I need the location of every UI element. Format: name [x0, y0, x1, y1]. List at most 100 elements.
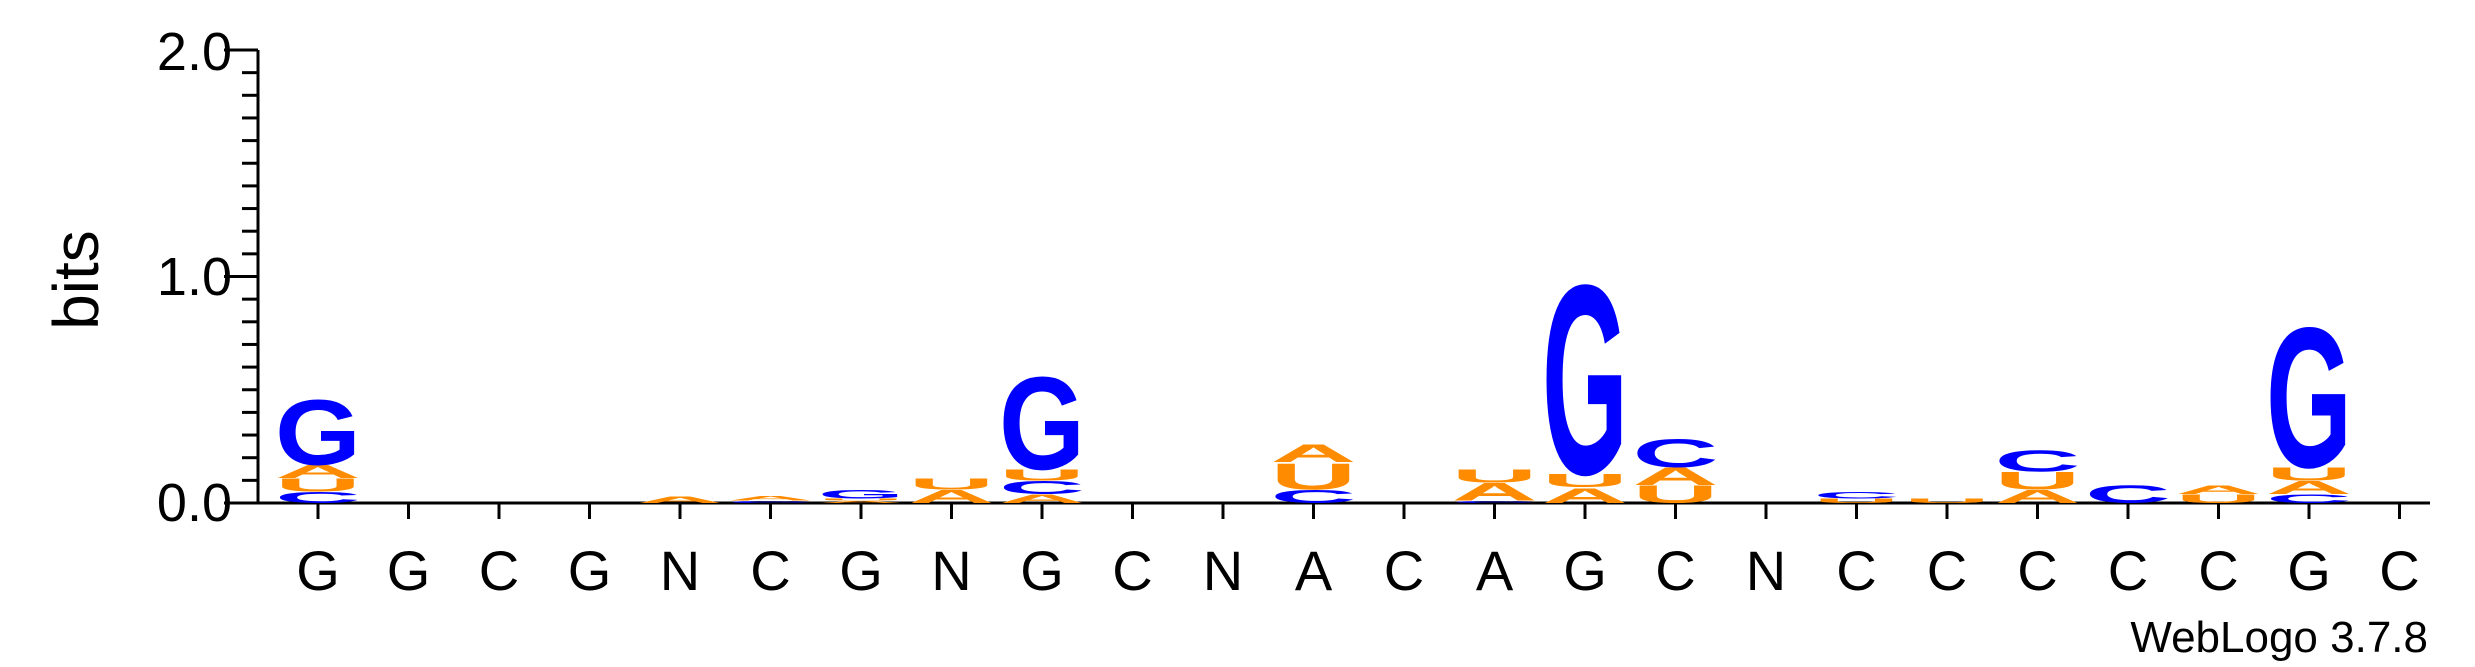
logo-letter-G: G [818, 487, 904, 501]
logo-letter-A: A [999, 492, 1085, 506]
x-tick-label: G [296, 539, 340, 602]
logo-letter-glyph: C [1271, 486, 1357, 507]
logo-letter-glyph: U [2176, 492, 2262, 506]
logo-letter-A: A [2266, 477, 2352, 498]
logo-letter-glyph: A [1271, 440, 1357, 468]
logo-letter-glyph: C [1995, 444, 2081, 478]
logo-letter-A: A [1452, 478, 1538, 506]
x-tick-label: G [568, 539, 612, 602]
logo-letter-C: C [275, 489, 361, 506]
x-tick-label: N [1203, 539, 1243, 602]
logo-letter-C: C [2266, 492, 2352, 506]
logo-letter-glyph: C [728, 500, 814, 503]
x-tick-label: C [1927, 539, 1967, 602]
x-tick-label: C [1384, 539, 1424, 602]
logo-letter-glyph: A [909, 486, 995, 507]
logo-letter-C: C [1452, 500, 1538, 503]
logo-letter-G: G [275, 382, 361, 485]
logo-letter-glyph: G [999, 350, 1085, 497]
logo-letter-glyph: U [1995, 467, 2081, 495]
x-tick-label: G [2287, 539, 2331, 602]
logo-letter-U: U [2266, 464, 2352, 485]
logo-letter-glyph: U [909, 475, 995, 492]
logo-letter-A: A [909, 486, 995, 507]
logo-letter-glyph: U [818, 498, 904, 501]
y-axis-label: bits [40, 230, 112, 330]
logo-letter-G: G [1542, 229, 1628, 532]
logo-letter-C: C [1995, 444, 2081, 478]
logo-letter-G: G [2266, 286, 2352, 509]
logo-letter-U: U [1271, 456, 1357, 497]
logo-letter-glyph: U [1452, 466, 1538, 487]
logo-letter-glyph: A [818, 500, 904, 503]
x-tick-label: G [1563, 539, 1607, 602]
x-tick-label: C [750, 539, 790, 602]
logo-letter-U: U [1814, 497, 1900, 504]
logo-letter-U: U [1995, 467, 2081, 495]
x-tick-label: C [479, 539, 519, 602]
logo-letter-A: A [2176, 483, 2262, 497]
logo-letter-C: C [1271, 486, 1357, 507]
logo-letter-glyph: U [999, 466, 1085, 483]
y-tick-label-2: 2.0 [157, 22, 232, 82]
logo-letter-U: U [909, 475, 995, 492]
logo-letter-U: U [1904, 497, 1990, 504]
logo-letter-glyph: U [275, 475, 361, 496]
logo-letter-U: U [2176, 492, 2262, 506]
logo-letter-A: A [818, 500, 904, 503]
logo-letter-U: U [1452, 466, 1538, 487]
x-tick-label: C [2017, 539, 2057, 602]
logo-letter-glyph: C [1814, 490, 1900, 500]
logo-letter-A: A [1633, 462, 1719, 490]
logo-letter-glyph: A [1995, 486, 2081, 507]
logo-letter-C: C [1633, 431, 1719, 476]
x-tick-label: N [1746, 539, 1786, 602]
x-tick-label: C [1112, 539, 1152, 602]
x-tick-label: C [2379, 539, 2419, 602]
logo-letter-glyph: U [1904, 497, 1990, 504]
logo-letter-A: A [1995, 486, 2081, 507]
logo-letter-glyph: U [1271, 456, 1357, 497]
logo-letter-U: U [999, 466, 1085, 483]
logo-letter-glyph: G [2266, 286, 2352, 509]
logo-letter-glyph: C [2266, 492, 2352, 506]
logo-letter-C: C [999, 477, 1085, 498]
logo-letter-glyph: C [1452, 500, 1538, 503]
x-tick-label: C [1836, 539, 1876, 602]
logo-letter-glyph: A [1452, 478, 1538, 506]
logo-letter-glyph: G [818, 487, 904, 501]
y-tick-label-0: 0.0 [157, 473, 232, 533]
x-tick-label: G [387, 539, 431, 602]
logo-letter-A: A [637, 495, 723, 505]
y-ticks [224, 48, 258, 505]
logo-letter-glyph: G [275, 382, 361, 485]
x-tick-label: N [931, 539, 971, 602]
logo-letter-glyph: G [1542, 229, 1628, 532]
logo-letter-glyph: C [275, 489, 361, 506]
logo-letter-glyph: A [1633, 462, 1719, 490]
logo-letter-glyph: A [275, 461, 361, 482]
x-tick-label: G [839, 539, 883, 602]
x-tick-label: A [1295, 539, 1333, 602]
logo-letter-C: C [1814, 490, 1900, 500]
logo-letter-glyph: A [999, 492, 1085, 506]
y-tick-label-1: 1.0 [157, 247, 232, 307]
x-tick-label: C [2198, 539, 2238, 602]
x-tick-label: C [1655, 539, 1695, 602]
logo-letter-glyph: A [2176, 483, 2262, 497]
logo-letter-A: A [275, 461, 361, 482]
logo-letter-glyph: U [2266, 464, 2352, 485]
logo-letter-glyph: U [1542, 470, 1628, 491]
x-tick-label: C [2108, 539, 2148, 602]
logo-letter-glyph: C [1633, 431, 1719, 476]
x-tick-label: N [660, 539, 700, 602]
logo-letter-glyph: C [999, 477, 1085, 498]
logo-letter-A: A [728, 495, 814, 502]
logo-letter-G: G [999, 350, 1085, 497]
x-tick-label: A [1476, 539, 1514, 602]
logo-letter-glyph: A [2266, 477, 2352, 498]
logo-letter-glyph: U [1814, 497, 1900, 504]
